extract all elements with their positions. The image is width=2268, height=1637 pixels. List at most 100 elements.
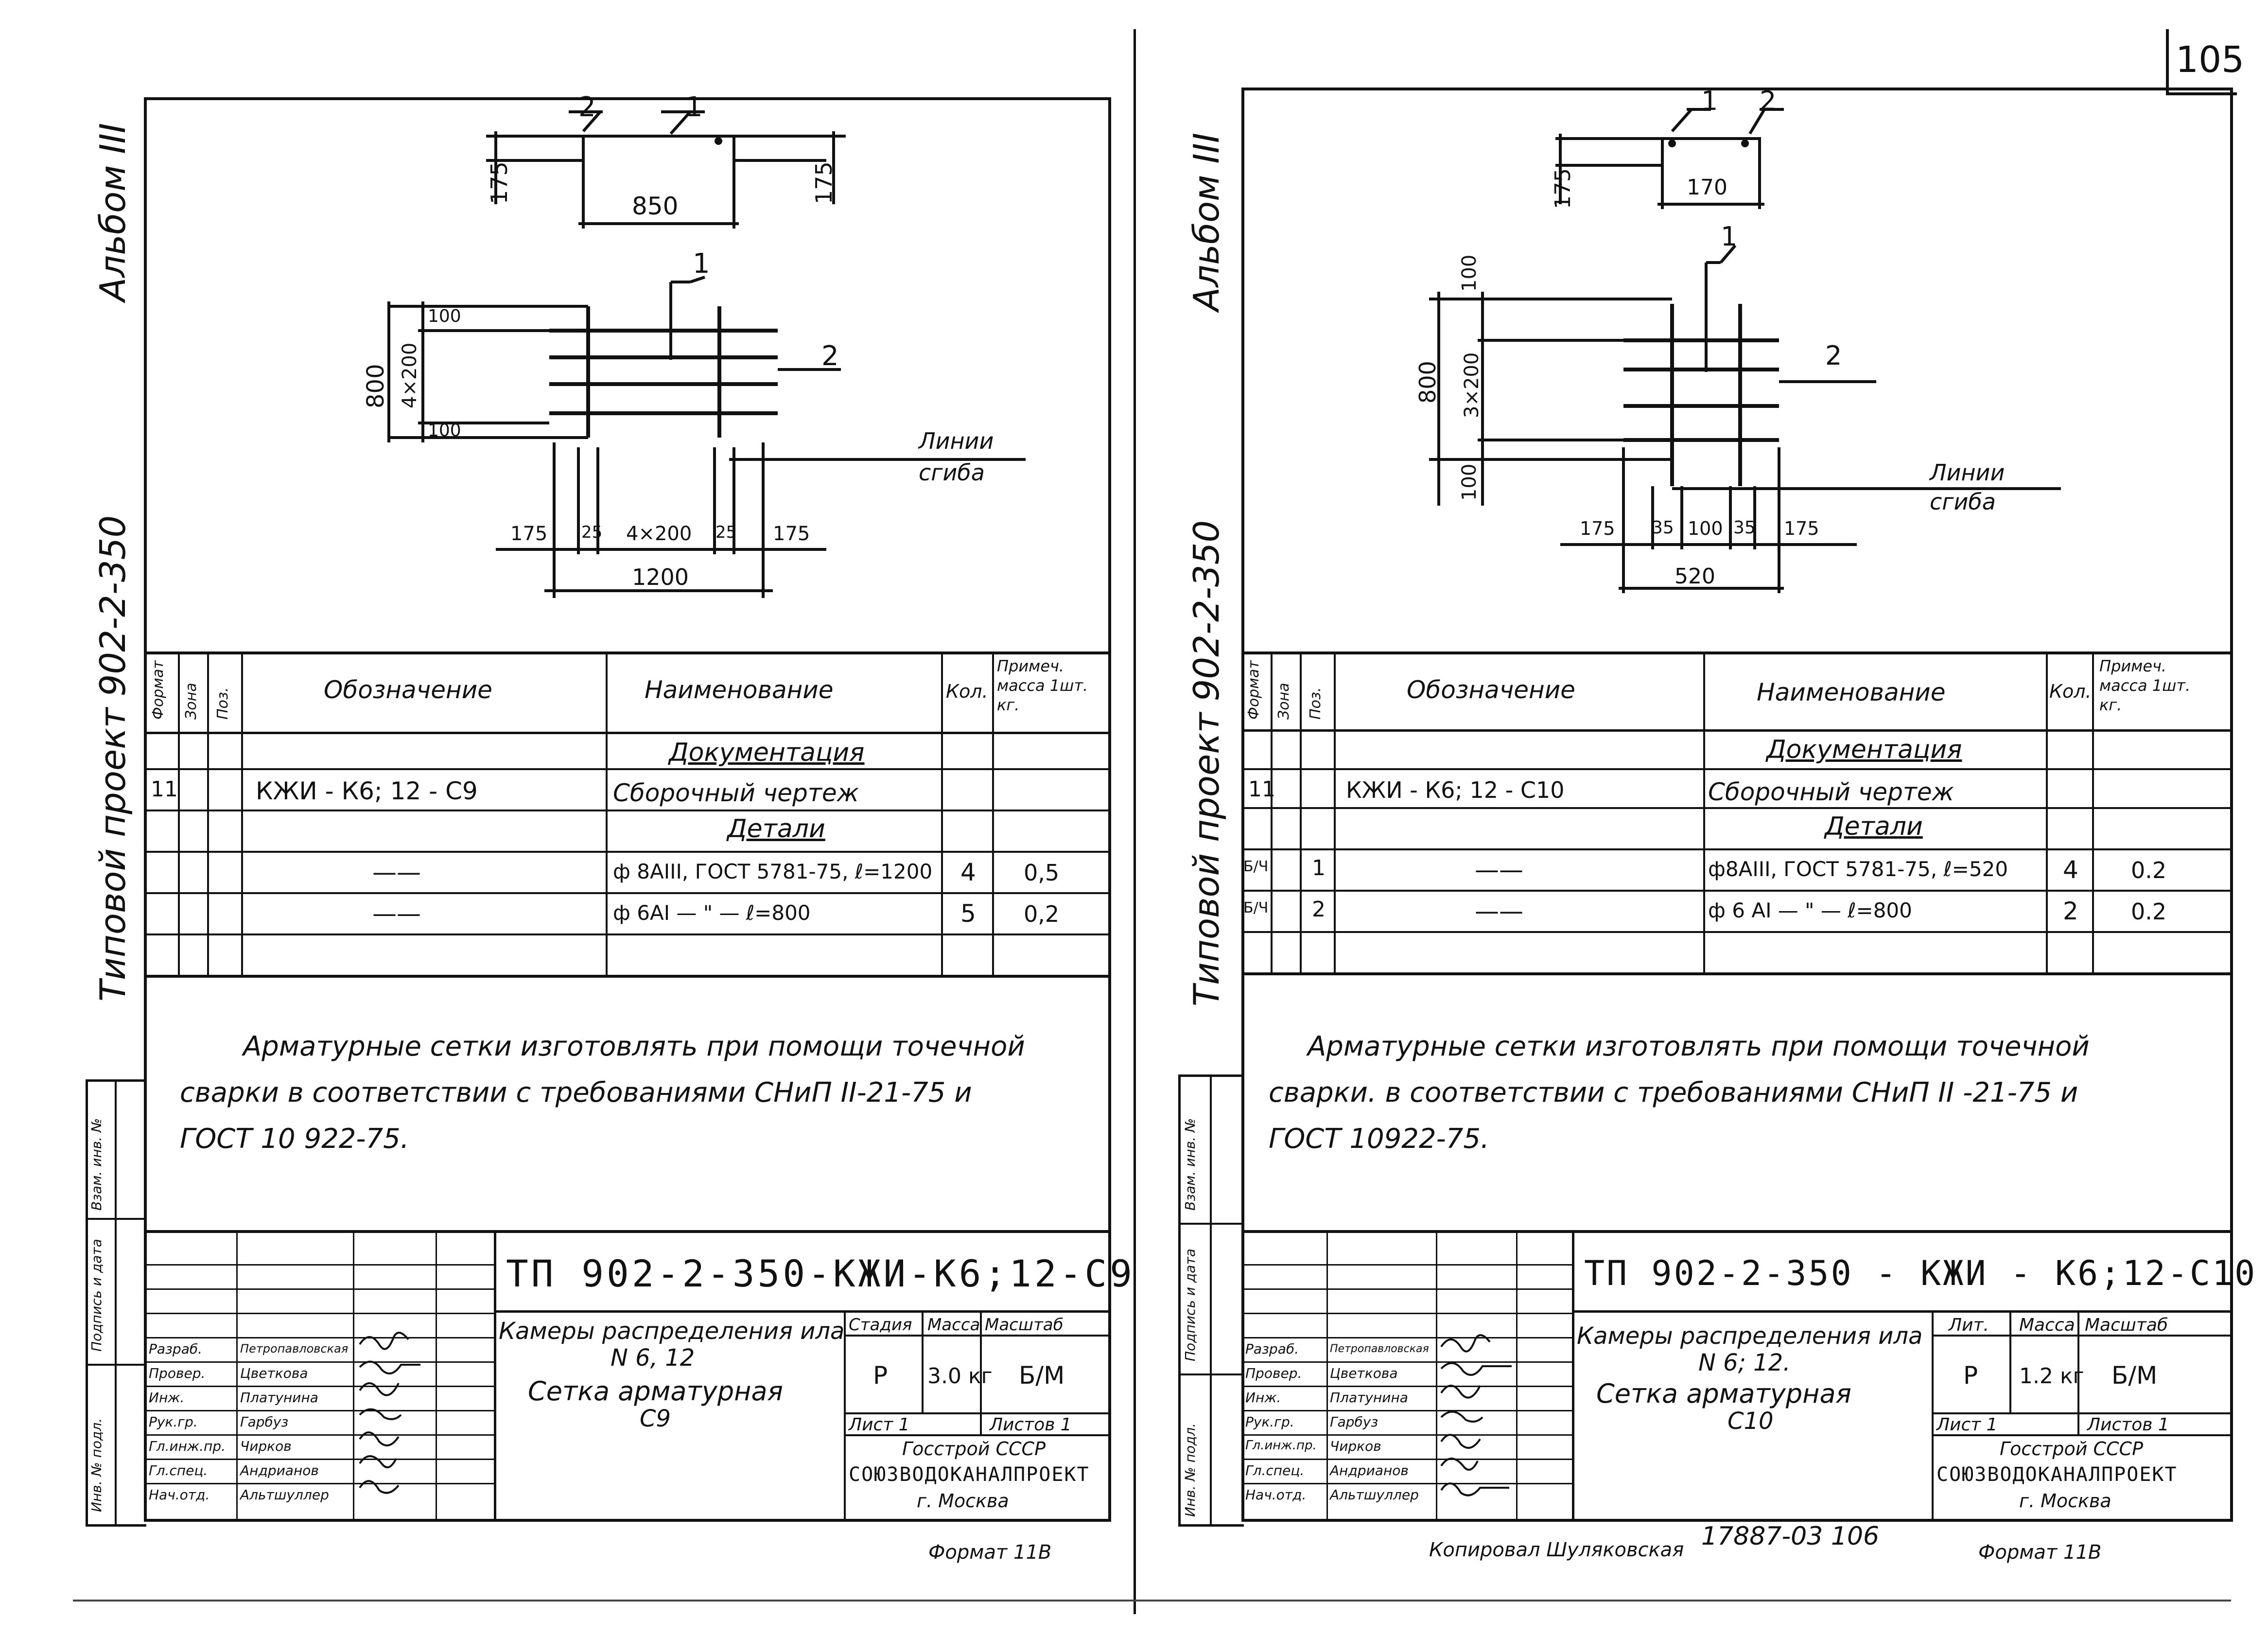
right-dim-mid-w: 100 <box>1688 518 1723 539</box>
left-part1-designation: —— <box>372 858 421 886</box>
left-top-pos2: 2 <box>578 91 596 123</box>
left-plan-pos2: 2 <box>821 340 839 372</box>
left-role-6: Нач.отд. <box>149 1487 210 1503</box>
right-copied-by: Копировал Шуляковская <box>1429 1539 1684 1561</box>
left-note-line1: Арматурные сетки изготовлять при помощи … <box>243 1031 1025 1062</box>
right-dim-total-w: 520 <box>1675 564 1715 589</box>
page-number: 105 <box>2176 39 2245 81</box>
left-name-2: Платунина <box>240 1390 318 1406</box>
left-stamp-scale-h: Масштаб <box>985 1315 1064 1335</box>
right-spec-table: Формат Зона Поз. Обозначение Наименовани… <box>1241 651 2233 982</box>
right-doc-designation: КЖИ - К6; 12 - С10 <box>1346 777 1565 803</box>
right-part1-format: Б/Ч <box>1243 858 1269 875</box>
left-dim-gap-r: 25 <box>715 523 737 542</box>
left-part1-qty: 4 <box>960 858 976 886</box>
right-stamp-scale-h: Масштаб <box>2085 1315 2168 1335</box>
left-name-6: Альтшуллер <box>240 1487 329 1503</box>
right-name-4: Чирков <box>1330 1438 1381 1454</box>
right-name-0: Петропавловская <box>1330 1343 1429 1355</box>
right-dim-gap-l: 35 <box>1652 518 1674 538</box>
right-name-6: Альтшуллер <box>1330 1487 1419 1503</box>
right-stamp-mass-h: Масса <box>2019 1315 2075 1335</box>
left-section-docs: Документация <box>669 738 865 767</box>
left-plan-pos1: 1 <box>693 248 710 280</box>
right-th-name: Наименование <box>1757 678 1946 706</box>
left-role-0: Разраб. <box>149 1341 203 1357</box>
right-stamp-sheets: Листов 1 <box>2087 1415 2169 1435</box>
right-part1-designation: —— <box>1475 856 1523 884</box>
left-stamp-mass-h: Масса <box>927 1315 980 1335</box>
left-part1-name: ф 8АIII, ГОСТ 5781-75, ℓ=1200 <box>613 860 933 883</box>
right-stamp-org3: г. Москва <box>2019 1490 2111 1512</box>
left-stamp-stage-h: Стадия <box>849 1315 912 1335</box>
right-note-line2: сварки. в соответствии с требованиями СН… <box>1269 1077 2078 1109</box>
left-role-3: Рук.гр. <box>149 1414 198 1430</box>
right-format: Формат 11В <box>1978 1541 2102 1564</box>
left-doc-format: 11 <box>151 777 178 802</box>
right-name-2: Платунина <box>1330 1390 1408 1406</box>
left-role-1: Провер. <box>149 1365 206 1381</box>
left-name-4: Чирков <box>240 1438 292 1454</box>
left-part2-designation: —— <box>372 899 421 928</box>
left-th-name: Наименование <box>645 676 834 704</box>
right-stamp-title4: С10 <box>1727 1408 1774 1435</box>
left-part2-name: ф 6АI — " — ℓ=800 <box>613 901 811 925</box>
left-role-4: Гл.инж.пр. <box>149 1438 226 1454</box>
right-part1-mass: 0.2 <box>2131 857 2167 883</box>
left-top-pos1: 1 <box>685 91 703 123</box>
right-part2-format: Б/Ч <box>1243 899 1269 916</box>
right-section-docs: Документация <box>1766 735 1962 764</box>
right-dim-gap-r: 35 <box>1733 518 1756 538</box>
left-stamp-code: ТП 902-2-350-КЖИ-К6;12-С9 <box>506 1252 1135 1295</box>
left-part1-mass: 0,5 <box>1024 860 1060 886</box>
left-stamp-org1: Госстрой СССР <box>902 1438 1046 1460</box>
left-role-5: Гл.спец. <box>149 1462 208 1479</box>
left-stamp-org3: г. Москва <box>917 1490 1009 1512</box>
left-th-designation: Обозначение <box>324 676 492 704</box>
left-name-3: Гарбуз <box>240 1414 289 1430</box>
right-part2-pos: 2 <box>1312 897 1326 922</box>
left-bend-label-2: сгиба <box>919 459 985 486</box>
right-doc-number: 17887-03 106 <box>1701 1522 1880 1551</box>
right-part2-mass: 0.2 <box>2131 898 2167 925</box>
right-note-line1: Арматурные сетки изготовлять при помощи … <box>1308 1031 2090 1062</box>
right-stamp-title2: N 6; 12. <box>1698 1349 1791 1376</box>
right-role-1: Провер. <box>1245 1365 1302 1381</box>
right-plan-pos2: 2 <box>1825 340 1842 371</box>
left-stamp-mass: 3.0 кг <box>927 1364 993 1389</box>
left-doc-designation: КЖИ - К6; 12 - С9 <box>256 777 478 805</box>
right-role-4: Гл.инж.пр. <box>1245 1438 1317 1453</box>
right-dim-edge-r: 175 <box>1784 518 1819 539</box>
left-side-columns <box>86 1079 146 1527</box>
left-name-1: Цветкова <box>240 1365 308 1381</box>
left-note-line3: ГОСТ 10 922-75. <box>180 1123 409 1155</box>
right-th-note: Примеч. масса 1шт. кг. <box>2099 657 2191 714</box>
left-stamp-title2: N 6, 12 <box>611 1344 695 1372</box>
left-name-5: Андрианов <box>240 1462 319 1479</box>
right-role-3: Рук.гр. <box>1245 1414 1294 1430</box>
left-dim-mid: 4×200 <box>626 523 692 545</box>
right-part1-qty: 4 <box>2063 856 2078 884</box>
left-dim-gap-l: 25 <box>581 523 603 542</box>
right-doc-format: 11 <box>1248 777 1275 802</box>
right-stamp-scale: Б/М <box>2111 1361 2158 1390</box>
right-sheet-frame <box>1241 88 2233 1522</box>
right-stamp-title1: Камеры распределения ила <box>1577 1322 1923 1350</box>
left-spec-table: Формат Зона Поз. Обозначение Наименовани… <box>144 651 1111 982</box>
left-th-note: Примеч. масса 1шт. кг. <box>997 657 1088 714</box>
right-top-pos1: 1 <box>1701 86 1718 116</box>
left-plan-top-gap: 100 <box>428 306 461 326</box>
left-section-parts: Детали <box>727 814 825 844</box>
right-stamp-stage-h: Лит. <box>1949 1315 1989 1335</box>
left-top-w: 850 <box>632 192 679 220</box>
left-bend-label-1: Линии <box>919 428 994 454</box>
left-dim-edge-l: 175 <box>510 523 548 545</box>
right-bend-label-1: Линии <box>1930 459 2005 486</box>
left-part2-qty: 5 <box>960 899 976 928</box>
page-fold-line <box>1134 29 1136 1614</box>
left-format: Формат 11В <box>928 1541 1052 1564</box>
right-bend-label-2: сгиба <box>1930 489 1996 515</box>
